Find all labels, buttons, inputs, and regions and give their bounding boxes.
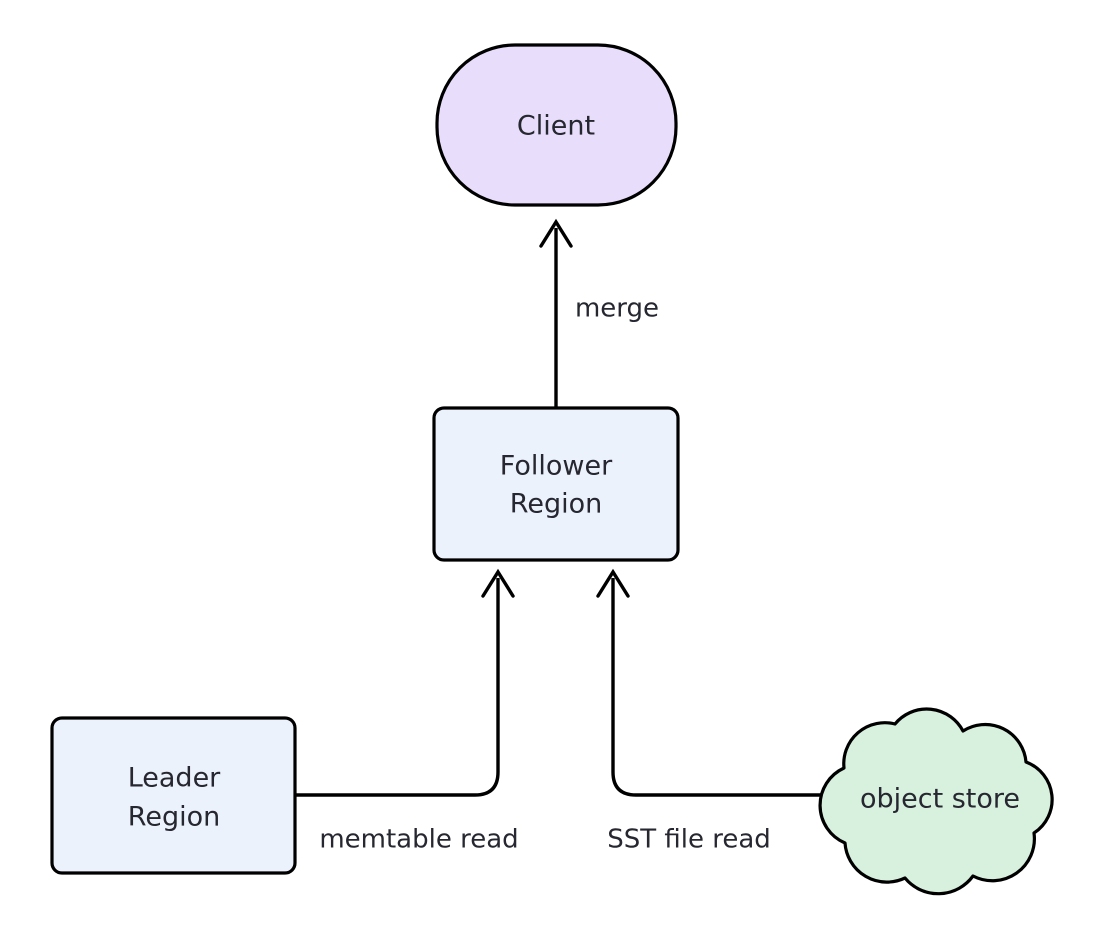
node-follower-region[interactable]: Follower Region <box>432 406 680 562</box>
node-follower-region-label-line1: Follower <box>500 451 613 482</box>
node-object-store[interactable]: object store <box>818 707 1054 896</box>
node-leader-region-label-line1: Leader <box>128 763 221 794</box>
node-leader-region-label-line2: Region <box>128 802 220 833</box>
edge-leader-to-follower-arrowhead <box>481 568 515 598</box>
edge-objectstore-to-follower-arrowhead <box>596 568 630 598</box>
node-follower-region-label-line2: Region <box>510 489 602 520</box>
node-follower-region-shape <box>432 406 680 562</box>
edge-objectstore-to-follower[interactable] <box>596 568 821 797</box>
node-object-store-shape <box>818 707 1054 896</box>
edge-leader-to-follower[interactable] <box>295 568 515 797</box>
edge-follower-to-client-arrowhead <box>539 218 573 248</box>
edge-follower-to-client[interactable] <box>539 218 573 408</box>
edge-label-merge: merge <box>575 294 659 324</box>
edge-objectstore-to-follower-path <box>611 578 821 797</box>
node-leader-region-shape <box>50 716 297 875</box>
edge-leader-to-follower-path <box>295 578 500 797</box>
node-object-store-label: object store <box>860 784 1020 815</box>
node-client-shape <box>435 43 678 207</box>
node-client[interactable]: Client <box>435 43 678 207</box>
node-client-label: Client <box>517 111 595 142</box>
node-leader-region[interactable]: Leader Region <box>50 716 297 875</box>
edge-label-memtable-read: memtable read <box>319 825 518 855</box>
edge-label-sst-file-read: SST file read <box>607 825 771 855</box>
